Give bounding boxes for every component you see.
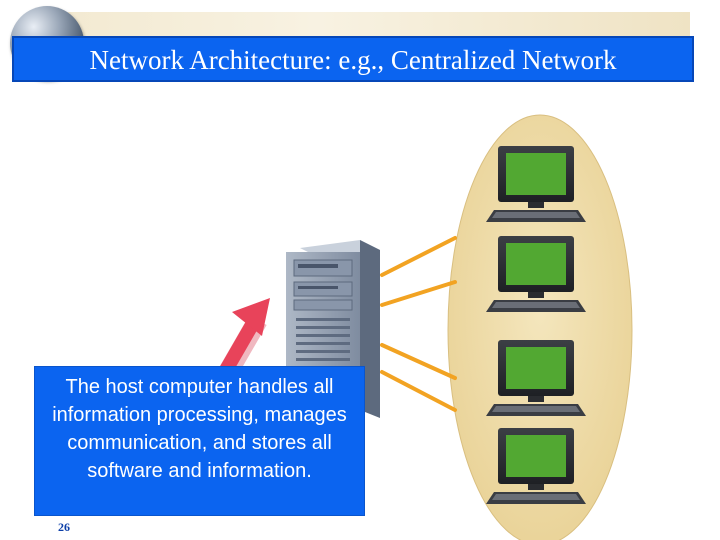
- monitor-icon: [486, 428, 586, 504]
- caption-text: The host computer handles all informatio…: [52, 376, 347, 482]
- arrow-up-right-icon: [219, 298, 270, 377]
- world-map-banner: [68, 12, 690, 40]
- page-number: 26: [58, 520, 70, 534]
- link-1: [380, 236, 457, 277]
- caption-box: The host computer handles all informatio…: [34, 366, 365, 516]
- link-4: [380, 370, 457, 412]
- monitor-icon: [486, 340, 586, 416]
- monitor-icon: [486, 146, 586, 222]
- link-2: [380, 280, 457, 307]
- network-links: [380, 236, 457, 412]
- link-3: [380, 343, 457, 380]
- monitor-icon: [486, 236, 586, 312]
- slide-title: Network Architecture: e.g., Centralized …: [89, 45, 617, 75]
- title-bar: Network Architecture: e.g., Centralized …: [12, 36, 694, 82]
